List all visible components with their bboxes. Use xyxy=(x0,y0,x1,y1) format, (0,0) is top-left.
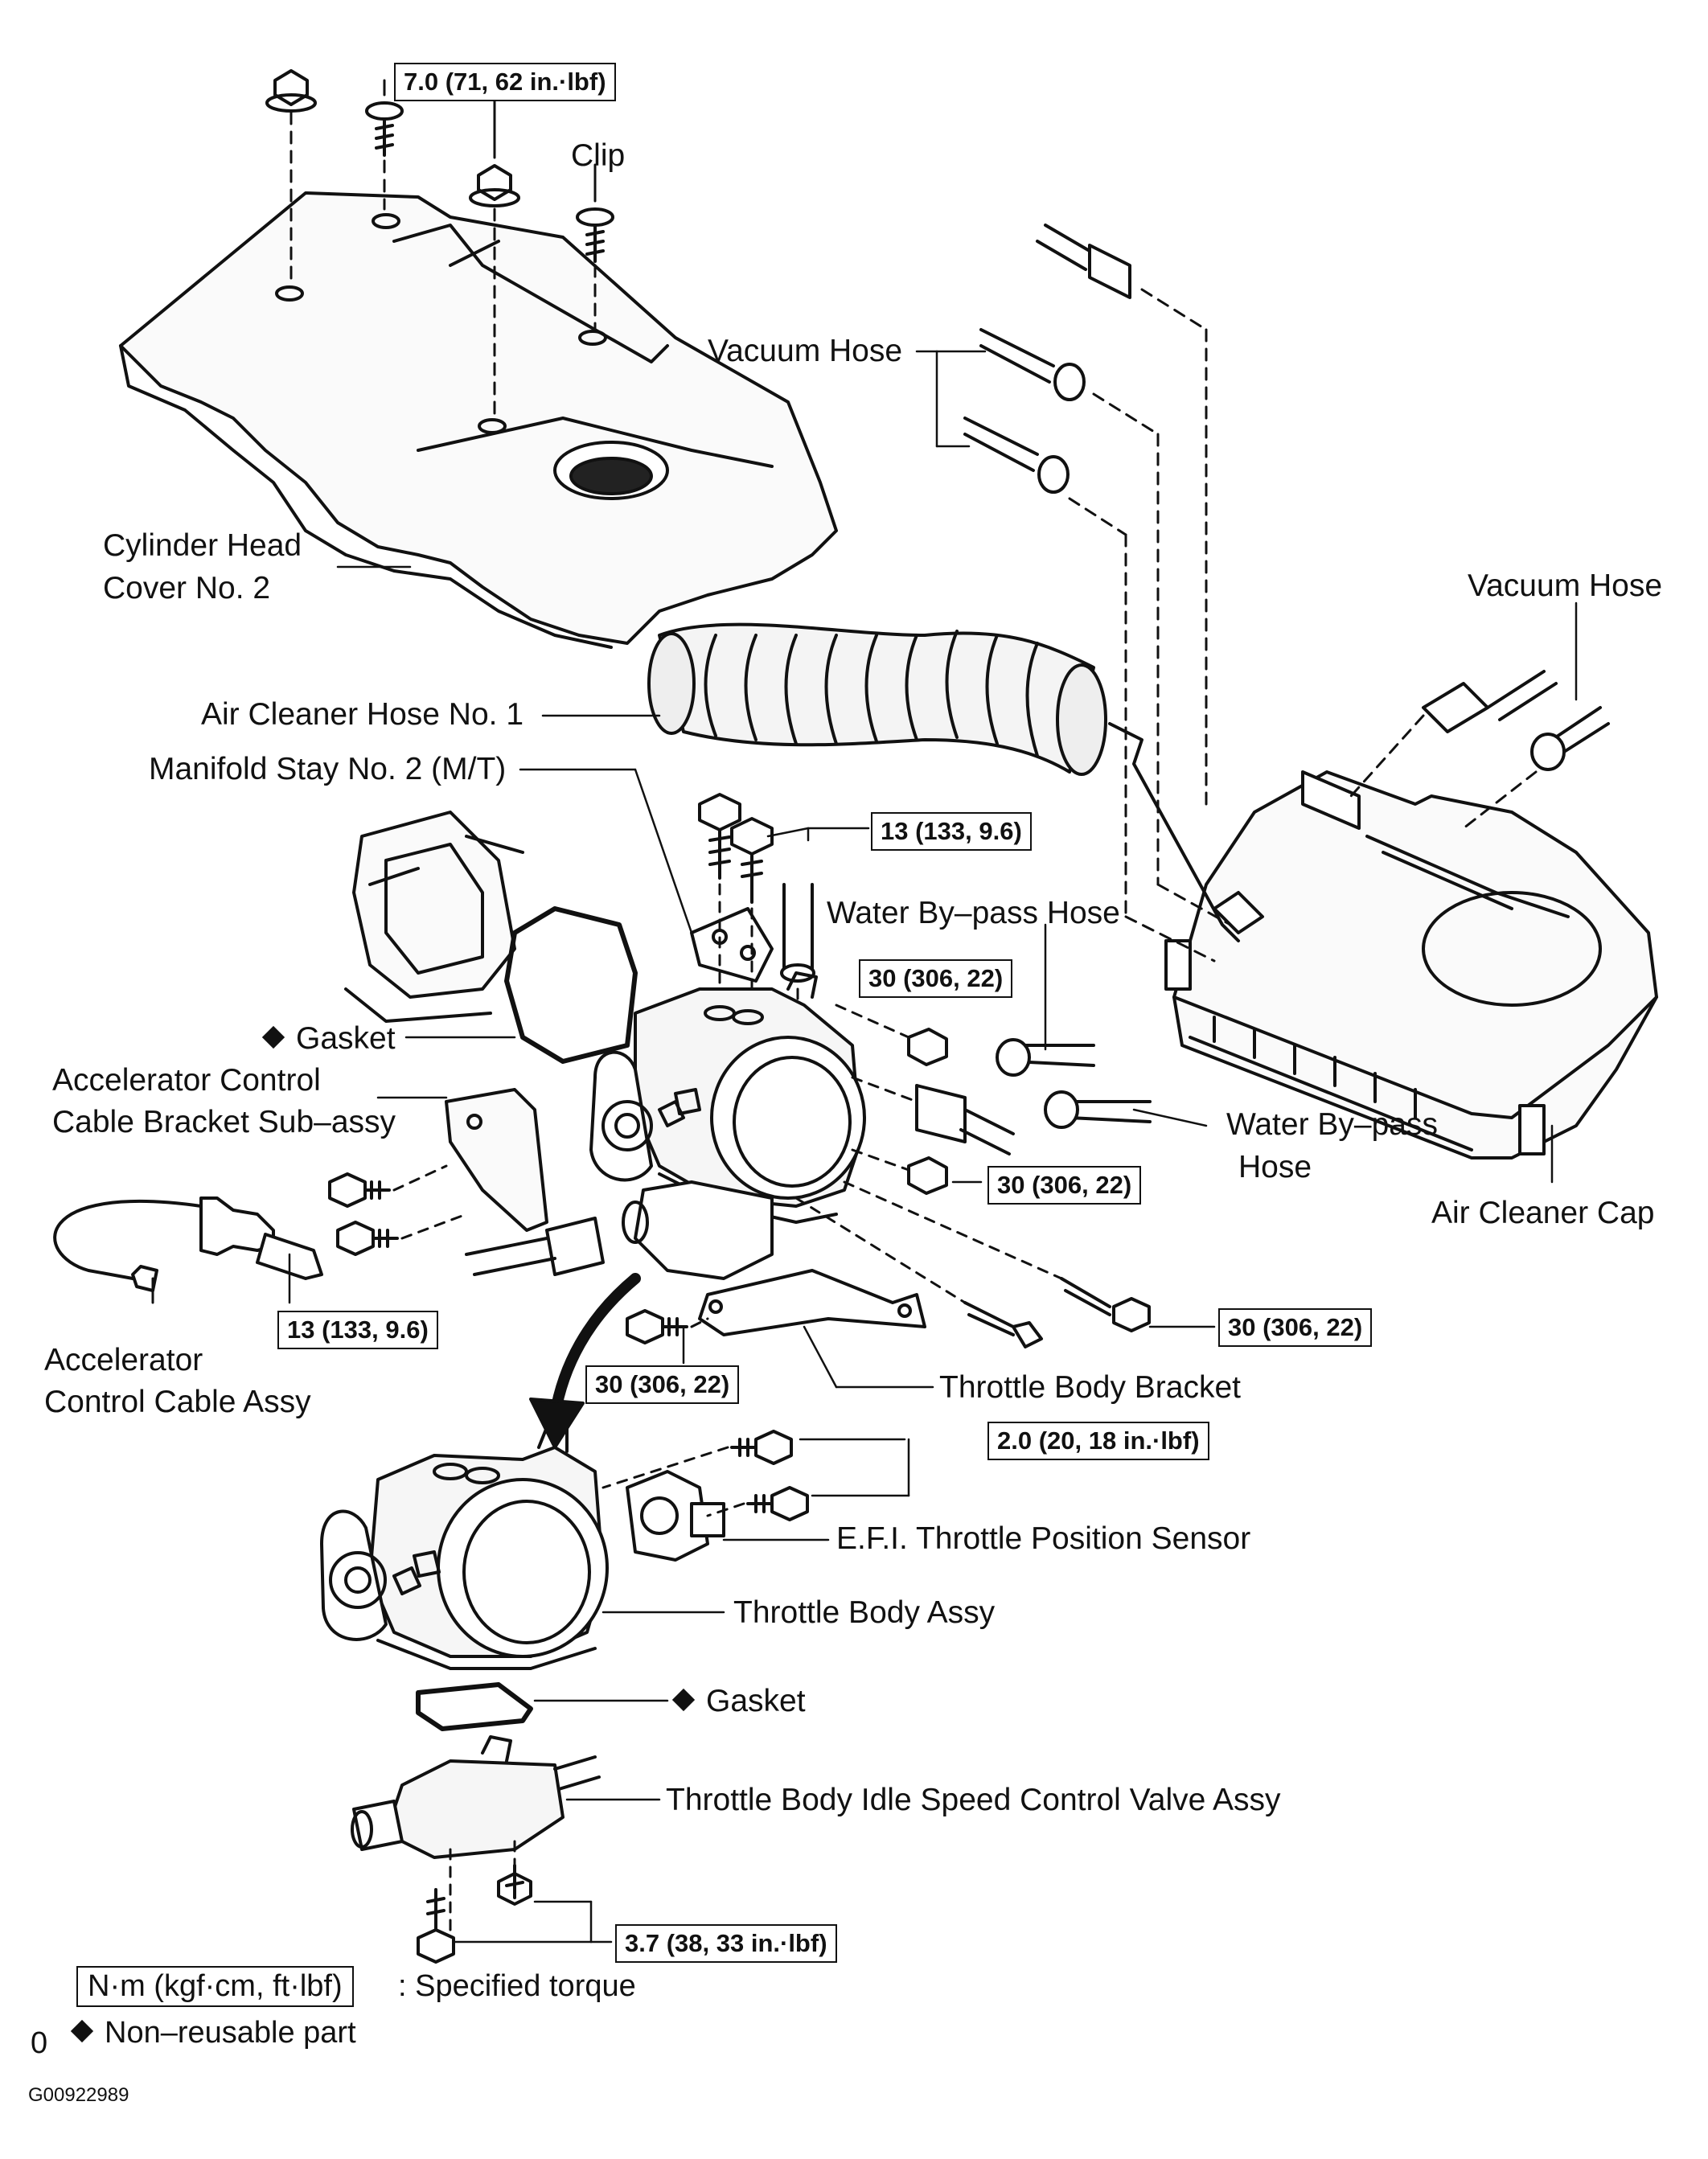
legend-nonreusable: Non–reusable part xyxy=(70,2014,356,2053)
nonreusable-diamond-icon xyxy=(261,1025,285,1049)
throttle-body-assy-drawing xyxy=(320,1426,609,1670)
torque-iscv: 3.7 (38, 33 in.·lbf) xyxy=(615,1924,837,1963)
mid-right-connectors xyxy=(851,1038,1152,1155)
label-vacuum-hose-right: Vacuum Hose xyxy=(1468,568,1663,603)
torque-nut-lower: 30 (306, 22) xyxy=(987,1166,1142,1205)
label-gasket-lower-text: Gasket xyxy=(706,1684,806,1718)
accel-cable-bracket-drawing xyxy=(445,1088,548,1232)
label-air-cleaner-cap: Air Cleaner Cap xyxy=(1431,1196,1655,1230)
label-accel-cable-line2: Control Cable Assy xyxy=(44,1385,311,1419)
torque-nut-upper: 30 (306, 22) xyxy=(859,959,1013,998)
label-throttle-body-assy: Throttle Body Assy xyxy=(733,1595,996,1630)
iscv-upper-drawing xyxy=(622,1180,774,1280)
label-cylinder-head-cover-line2: Cover No. 2 xyxy=(103,571,271,605)
tps-drawing xyxy=(601,1430,809,1562)
torque-bracket-left: 13 (133, 9.6) xyxy=(277,1311,438,1349)
corner-mark: 0 xyxy=(31,2026,48,2060)
throttle-body-bracket-drawing xyxy=(626,1180,1151,1348)
manifold-stay-drawing xyxy=(690,907,774,983)
legend-torque-unit-box: N·m (kgf·cm, ft·lbf) xyxy=(76,1966,354,2007)
label-accel-bracket-line2: Cable Bracket Sub–assy xyxy=(52,1105,396,1139)
leader-lines xyxy=(288,350,1578,1944)
air-cleaner-hose-drawing xyxy=(647,622,1107,776)
nonreusable-diamond-icon xyxy=(671,1688,696,1712)
torque-tps: 2.0 (20, 18 in.·lbf) xyxy=(987,1422,1209,1460)
removal-arrow xyxy=(529,1273,641,1449)
label-clip: Clip xyxy=(571,138,626,173)
label-throttle-body-bracket: Throttle Body Bracket xyxy=(939,1370,1241,1405)
label-air-cleaner-hose: Air Cleaner Hose No. 1 xyxy=(201,697,524,732)
lower-connector-drawing xyxy=(465,1217,605,1276)
air-cleaner-cap-drawing xyxy=(1108,722,1658,1160)
label-water-bypass-hose-right-line1: Water By–pass xyxy=(1226,1107,1438,1142)
cover-fasteners xyxy=(265,69,614,416)
legend-specified-torque: : Specified torque xyxy=(398,1969,636,2003)
torque-bracket-bottom: 30 (306, 22) xyxy=(585,1365,740,1404)
figure-code: G00922989 xyxy=(28,2084,129,2106)
accel-cable-drawing xyxy=(53,1196,323,1304)
label-cylinder-head-cover-line1: Cylinder Head xyxy=(103,528,302,563)
label-gasket-upper-text: Gasket xyxy=(296,1021,396,1056)
label-vacuum-hose-top: Vacuum Hose xyxy=(708,334,903,368)
label-water-bypass-hose-top: Water By–pass Hose xyxy=(827,896,1120,930)
torque-stay: 13 (133, 9.6) xyxy=(871,812,1032,851)
lower-gasket-drawing xyxy=(416,1682,533,1731)
label-accel-bracket-line1: Accelerator Control xyxy=(52,1063,321,1098)
label-accel-cable-line1: Accelerator xyxy=(44,1343,203,1377)
legend-nonreusable-text: Non–reusable part xyxy=(105,2016,356,2050)
stay-bolts xyxy=(698,793,774,999)
torque-bolt-right: 30 (306, 22) xyxy=(1218,1308,1373,1347)
label-tps: E.F.I. Throttle Position Sensor xyxy=(836,1521,1251,1556)
throttle-body-upper-drawing xyxy=(589,971,866,1224)
upper-gasket-drawing xyxy=(504,906,638,1064)
label-manifold-stay: Manifold Stay No. 2 (M/T) xyxy=(149,752,507,786)
label-gasket-lower: Gasket xyxy=(671,1682,806,1722)
nonreusable-diamond-icon xyxy=(70,2019,94,2043)
iscv-drawing xyxy=(351,1735,601,1964)
vacuum-hose-connectors xyxy=(963,224,1610,963)
cylinder-head-cover-drawing xyxy=(119,191,838,649)
torque-cover: 7.0 (71, 62 in.·lbf) xyxy=(394,63,616,101)
label-water-bypass-hose-right-line2: Hose xyxy=(1238,1150,1312,1184)
nuts xyxy=(835,1004,948,1195)
intake-manifold-flange-drawing xyxy=(344,811,524,1023)
label-iscv: Throttle Body Idle Speed Control Valve A… xyxy=(666,1783,1281,1817)
bracket-bolts xyxy=(328,1164,468,1256)
label-gasket-upper: Gasket xyxy=(261,1020,396,1059)
